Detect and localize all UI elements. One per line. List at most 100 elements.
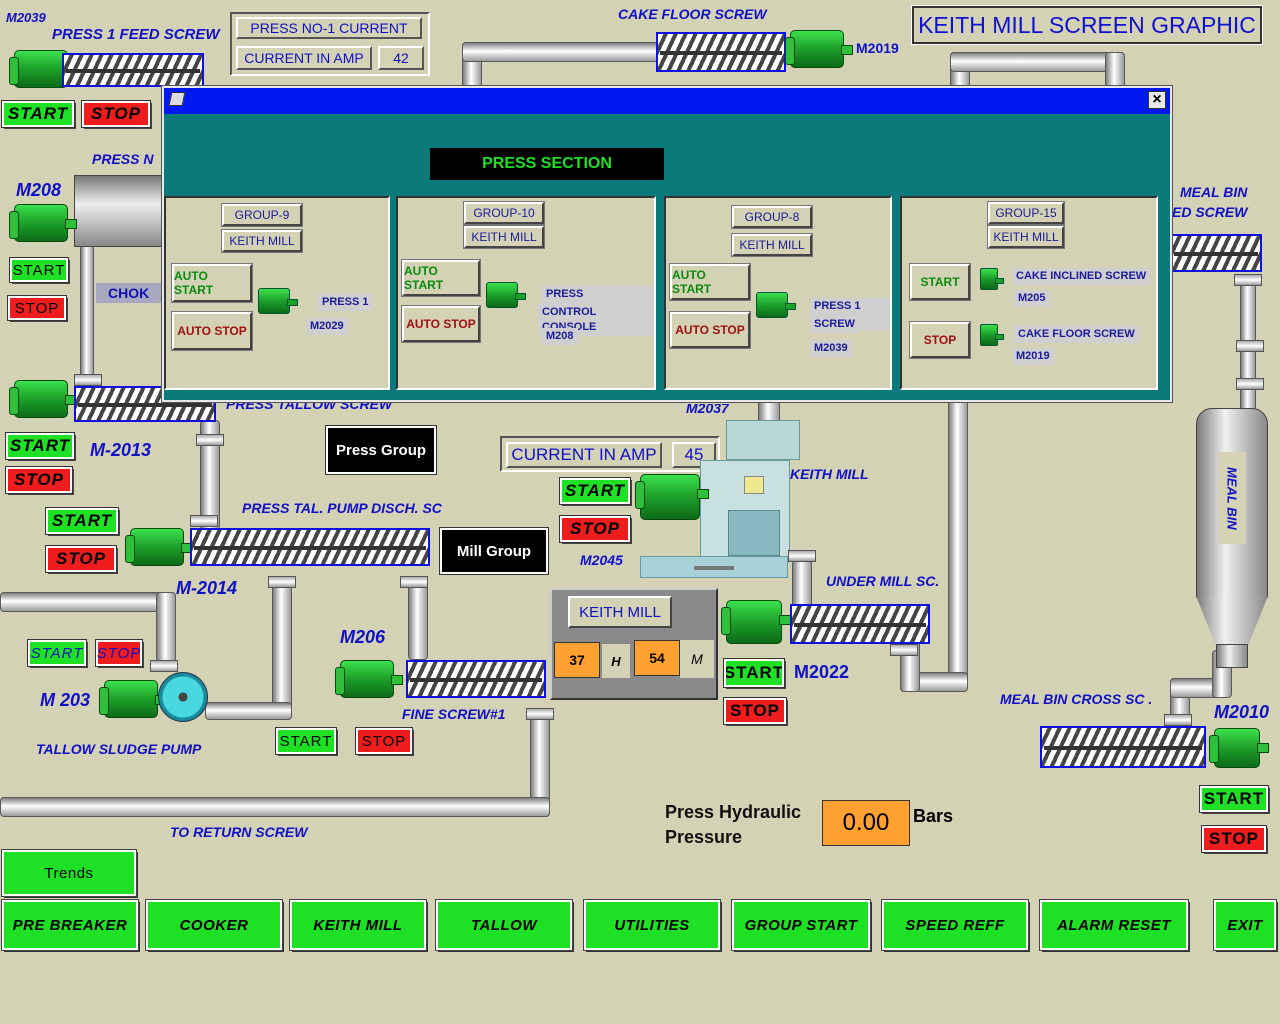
group-panel: GROUP-10 KEITH MILL AUTO START AUTO STOP… — [396, 196, 656, 390]
stop-button[interactable]: STOP — [95, 639, 143, 667]
press-section-dialog: × PRESS SECTION GROUP-9 KEITH MILL AUTO … — [161, 85, 1173, 403]
pipe-flange — [268, 576, 296, 588]
motor-icon — [258, 288, 298, 314]
screw-conveyor — [656, 32, 786, 72]
mill-label: KEITH MILL — [731, 233, 813, 257]
auto-start-button[interactable]: AUTO START — [401, 259, 481, 297]
minutes-value: 54 — [634, 640, 680, 676]
auto-stop-button[interactable]: AUTO STOP — [171, 311, 253, 351]
nav-exit[interactable]: EXIT — [1213, 899, 1277, 951]
dialog-close-icon[interactable]: × — [1148, 91, 1166, 109]
pipe-flange — [890, 644, 918, 656]
bars-unit: Bars — [913, 806, 954, 826]
pipe — [156, 592, 176, 662]
pipe-flange — [400, 576, 428, 588]
stop-button[interactable]: STOP — [81, 100, 151, 128]
stop-button[interactable]: STOP — [723, 697, 787, 725]
pipe — [950, 52, 1125, 72]
group-panel: GROUP-9 KEITH MILL AUTO START AUTO STOP … — [164, 196, 390, 390]
dialog-header: PRESS SECTION — [430, 148, 664, 180]
equipment-label: MEAL BIN CROSS SC . — [1000, 691, 1153, 707]
auto-start-button[interactable]: AUTO START — [669, 263, 751, 301]
pipe — [408, 580, 428, 660]
pipe-flange — [788, 550, 816, 562]
nav-cooker[interactable]: COOKER — [145, 899, 283, 951]
nav-speed-reff[interactable]: SPEED REFF — [881, 899, 1029, 951]
motor-id: M2039 — [810, 340, 852, 357]
dialog-titlebar: × — [164, 88, 1170, 114]
mill-group-button[interactable]: Mill Group — [439, 527, 549, 575]
screen-title: KEITH MILL SCREEN GRAPHIC — [911, 5, 1263, 45]
pipe — [80, 245, 94, 385]
trends-button[interactable]: Trends — [1, 849, 137, 897]
motor-label: CAKE INCLINED SCREW — [1012, 268, 1151, 285]
motor-icon — [486, 282, 526, 308]
nav-keith-mill[interactable]: KEITH MILL — [289, 899, 427, 951]
start-button[interactable]: START — [275, 727, 337, 755]
meal-bin-vertical-label: MEAL BIN — [1218, 452, 1246, 544]
equipment-label: PRESS 1 FEED SCREW — [52, 26, 220, 43]
stop-button[interactable]: STOP — [5, 466, 73, 494]
press-group-button[interactable]: Press Group — [325, 425, 437, 475]
stop-button[interactable]: STOP — [45, 545, 117, 573]
pipe — [205, 702, 292, 720]
screw-conveyor — [1040, 726, 1206, 768]
nav-pre-breaker[interactable]: PRE BREAKER — [1, 899, 139, 951]
pipe — [462, 42, 662, 62]
start-button[interactable]: START — [559, 477, 631, 505]
equipment-label: FINE SCREW#1 — [402, 706, 506, 722]
nav-alarm-reset[interactable]: ALARM RESET — [1039, 899, 1189, 951]
stop-button[interactable]: STOP — [7, 295, 67, 321]
auto-stop-button[interactable]: AUTO STOP — [401, 305, 481, 343]
auto-stop-button[interactable]: AUTO STOP — [669, 311, 751, 349]
pipe-flange — [1236, 378, 1264, 390]
start-button[interactable]: START — [723, 658, 785, 688]
group-label: GROUP-10 — [463, 201, 545, 225]
screw-conveyor — [790, 604, 930, 644]
keith-mill-machine — [640, 420, 830, 580]
motor-id: M2029 — [306, 318, 348, 335]
start-button[interactable]: START — [1, 100, 75, 128]
meal-bin-tank — [1196, 408, 1268, 680]
equipment-label: CAKE FLOOR SCREW — [618, 6, 767, 22]
start-button[interactable]: START — [5, 432, 75, 460]
motor-id-label: M208 — [16, 180, 62, 200]
equipment-label: KEITH MILL — [790, 466, 869, 482]
press-body — [74, 175, 164, 247]
current-in-amp-label: CURRENT IN AMP — [236, 46, 372, 70]
group-panel: GROUP-8 KEITH MILL AUTO START AUTO STOP … — [664, 196, 892, 390]
motor-icon — [980, 324, 1004, 346]
meal-bin-vertical-text: MEAL BIN — [1224, 466, 1240, 530]
equipment-label: ED SCREW — [1172, 204, 1248, 220]
group-label: GROUP-9 — [221, 203, 303, 227]
start-button[interactable]: START — [909, 263, 971, 301]
pipe — [272, 580, 292, 720]
motor-icon — [721, 600, 791, 644]
pipe — [0, 797, 550, 817]
motor-label: SCREW — [810, 316, 859, 333]
press-current-label: PRESS NO-1 CURRENT — [236, 17, 422, 39]
mill-current-value: 45 — [672, 442, 716, 468]
motor-id-label: M2019 — [856, 40, 899, 56]
mill-current-label: CURRENT IN AMP — [506, 442, 662, 468]
nav-group-start[interactable]: GROUP START — [731, 899, 871, 951]
screw-conveyor — [190, 528, 430, 566]
nav-tallow[interactable]: TALLOW — [435, 899, 573, 951]
auto-start-button[interactable]: AUTO START — [171, 263, 253, 303]
motor-icon — [756, 292, 796, 318]
start-button[interactable]: START — [27, 639, 87, 667]
start-button[interactable]: START — [1199, 785, 1269, 813]
equipment-label: TO RETURN SCREW — [170, 824, 308, 840]
nav-utilities[interactable]: UTILITIES — [583, 899, 721, 951]
stop-button[interactable]: STOP — [355, 727, 413, 755]
equipment-label: MEAL BIN — [1180, 184, 1248, 200]
stop-button[interactable]: STOP — [559, 515, 631, 543]
stop-button[interactable]: STOP — [909, 321, 971, 359]
hyd-pressure-label-line: Pressure — [665, 827, 743, 847]
stop-button[interactable]: STOP — [1201, 825, 1267, 853]
start-button[interactable]: START — [45, 507, 119, 535]
motor-id-label: M206 — [340, 627, 386, 647]
motor-id-label: M2022 — [794, 662, 850, 682]
start-button[interactable]: START — [9, 257, 69, 283]
group-panel: GROUP-15 KEITH MILL START STOP CAKE INCL… — [900, 196, 1158, 390]
